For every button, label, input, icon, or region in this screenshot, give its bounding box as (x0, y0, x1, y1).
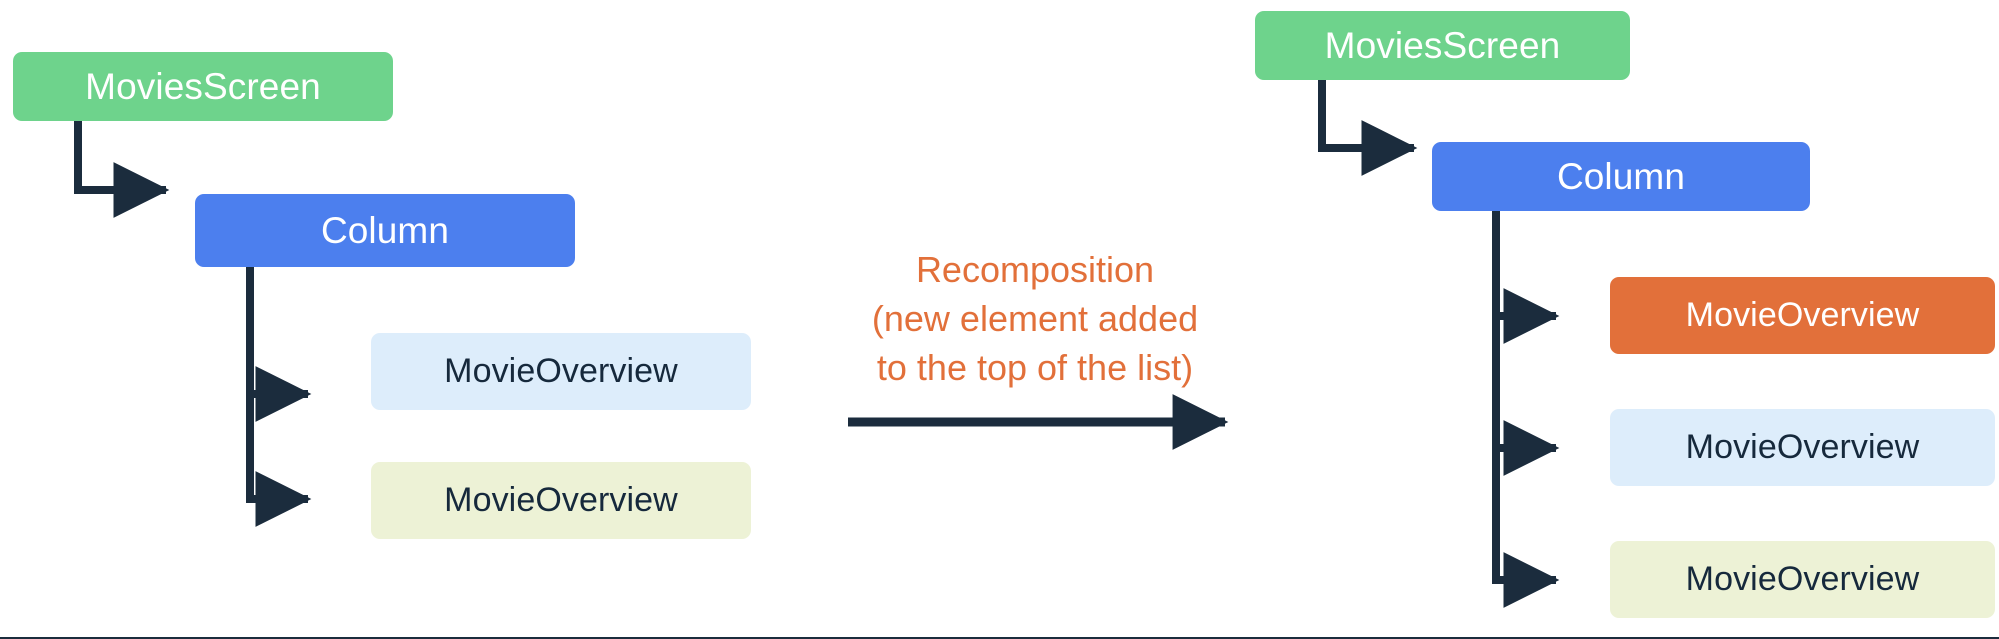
node-label: MovieOverview (1685, 428, 1920, 466)
node-label: MovieOverview (444, 352, 678, 390)
node-label: MoviesScreen (1324, 24, 1561, 66)
recomposition-caption: Recomposition (new element added to the … (760, 245, 1310, 392)
node-label: Column (320, 209, 450, 251)
node-right-column[interactable]: Column (1432, 142, 1810, 211)
node-right-overview-2[interactable]: MovieOverview (1610, 409, 1995, 486)
connector-right-screen-to-column (1318, 76, 1418, 176)
caption-line-3: to the top of the list) (876, 347, 1194, 388)
node-left-movies-screen[interactable]: MoviesScreen (13, 52, 393, 121)
node-right-overview-3[interactable]: MovieOverview (1610, 541, 1995, 618)
node-label: MoviesScreen (85, 65, 321, 107)
connector-left-screen-to-column (74, 117, 170, 218)
node-right-movies-screen[interactable]: MoviesScreen (1255, 11, 1630, 80)
caption-line-1: Recomposition (915, 249, 1155, 290)
node-label: MovieOverview (1685, 296, 1920, 334)
node-left-overview-2[interactable]: MovieOverview (371, 462, 751, 539)
node-right-overview-1[interactable]: MovieOverview (1610, 277, 1995, 354)
node-label: Column (1556, 155, 1686, 197)
connector-left-column-trunk (246, 233, 312, 527)
node-left-column[interactable]: Column (195, 194, 575, 267)
caption-line-2: (new element added (871, 298, 1199, 339)
bottom-divider (0, 637, 1999, 639)
connector-right-column-trunk (1492, 192, 1560, 608)
node-label: MovieOverview (1685, 560, 1920, 598)
node-label: MovieOverview (444, 481, 678, 519)
node-left-overview-1[interactable]: MovieOverview (371, 333, 751, 410)
